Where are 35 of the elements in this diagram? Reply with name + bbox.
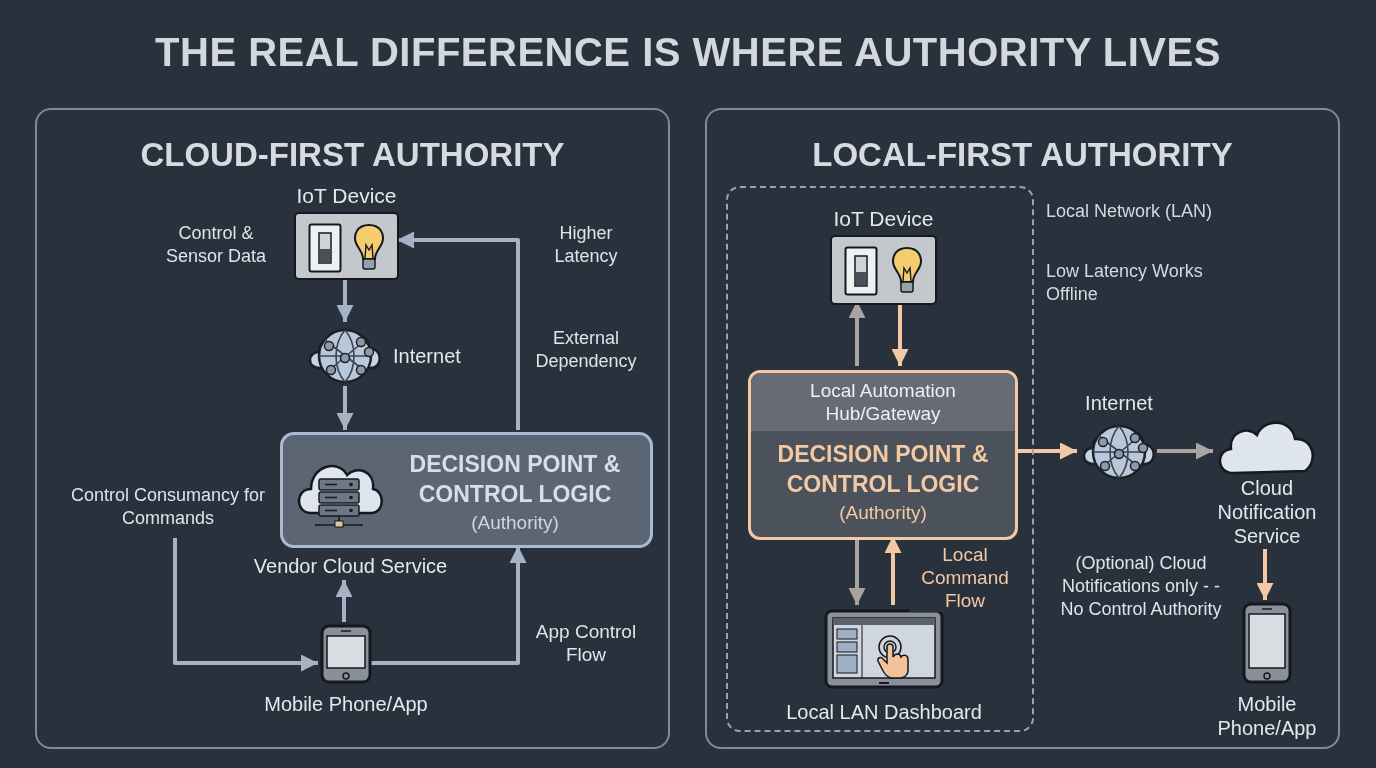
node-caption: Mobile Phone/App — [263, 692, 429, 716]
arrow — [1256, 549, 1274, 600]
panel — [35, 108, 670, 749]
node-caption: Cloud Notification Service — [1216, 476, 1318, 548]
flow-note: Control Consumancy for Commands — [69, 484, 267, 530]
note-text: External Dependency — [534, 327, 638, 373]
arrow — [1157, 442, 1213, 460]
node-caption: Vendor Cloud Service — [252, 554, 449, 579]
authority-note: (Authority) — [471, 511, 559, 535]
node-caption: Local LAN Dashboard — [786, 700, 982, 725]
panel — [705, 108, 1340, 749]
arrow — [173, 538, 318, 672]
decision-title: DECISION POINT & CONTROL LOGIC — [776, 440, 990, 499]
arrow — [336, 386, 354, 430]
node-label: Internet — [1085, 391, 1153, 416]
hub-box — [748, 370, 1018, 540]
hub-title: Local Automation Hub/Gateway — [809, 379, 957, 425]
arrow — [336, 278, 354, 322]
note-text: Higher Latency — [553, 222, 619, 268]
node-caption: Mobile Phone/App — [1216, 692, 1318, 740]
panel-title: CLOUD-FIRST AUTHORITY — [139, 135, 566, 175]
panel-title: LOCAL-FIRST AUTHORITY — [811, 135, 1234, 175]
arrow — [370, 546, 527, 665]
authority-note: (Authority) — [839, 501, 927, 525]
side-note: Local Network (LAN) — [1046, 200, 1214, 223]
arrow — [335, 580, 353, 622]
node-label: Internet — [393, 344, 461, 369]
note-text: (Optional) Cloud Notifications only - - No Control Authority — [1059, 552, 1223, 621]
page-title: THE REAL DIFFERENCE IS WHERE AUTHORITY LIVES — [154, 29, 1222, 76]
side-note: Low Latency Works Offline — [1046, 260, 1204, 306]
device-label: IoT Device — [833, 205, 934, 232]
note-text: Control & Sensor Data — [164, 222, 268, 268]
device-label: IoT Device — [296, 182, 397, 209]
decision-title: DECISION POINT & CONTROL LOGIC — [408, 450, 622, 509]
arrow — [397, 231, 520, 430]
